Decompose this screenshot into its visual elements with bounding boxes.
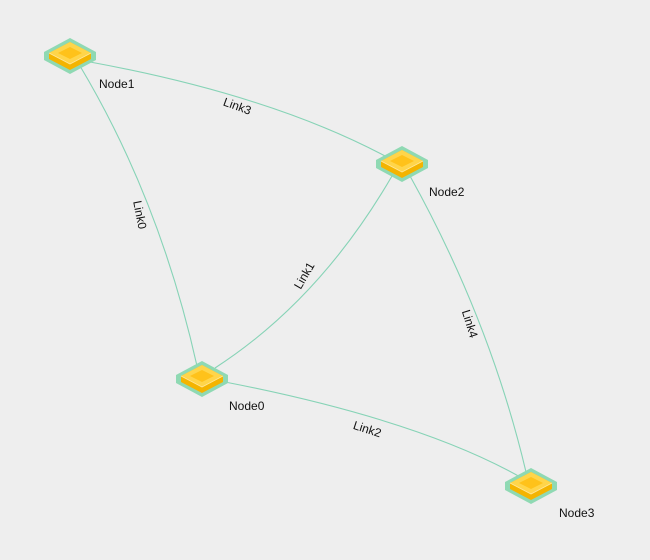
link-line[interactable] [89,61,386,157]
node-label: Node0 [229,399,265,413]
link-line[interactable] [409,175,527,473]
link-link1[interactable]: Link1 [214,175,393,369]
node-label: Node2 [429,185,465,199]
node-node1[interactable]: Node1 [44,38,135,91]
link-line[interactable] [214,175,393,369]
network-switch-icon[interactable] [44,38,96,74]
link-label: Link1 [291,259,318,291]
network-switch-icon[interactable] [376,146,428,182]
node-label: Node1 [99,77,135,91]
node-label: Node3 [559,506,595,520]
link-link0[interactable]: Link0 [79,65,198,367]
link-link2[interactable]: Link2 [224,381,523,479]
link-link3[interactable]: Link3 [89,61,386,157]
link-label: Link0 [130,199,149,230]
node-node0[interactable]: Node0 [176,361,265,413]
link-line[interactable] [79,65,198,367]
node-node2[interactable]: Node2 [376,146,465,199]
link-link4[interactable]: Link4 [409,175,527,473]
link-label: Link2 [351,418,383,440]
network-switch-icon[interactable] [505,468,557,504]
network-switch-icon[interactable] [176,361,228,397]
link-line[interactable] [224,381,523,479]
link-label: Link4 [459,308,481,340]
node-node3[interactable]: Node3 [505,468,595,520]
link-label: Link3 [221,95,253,118]
